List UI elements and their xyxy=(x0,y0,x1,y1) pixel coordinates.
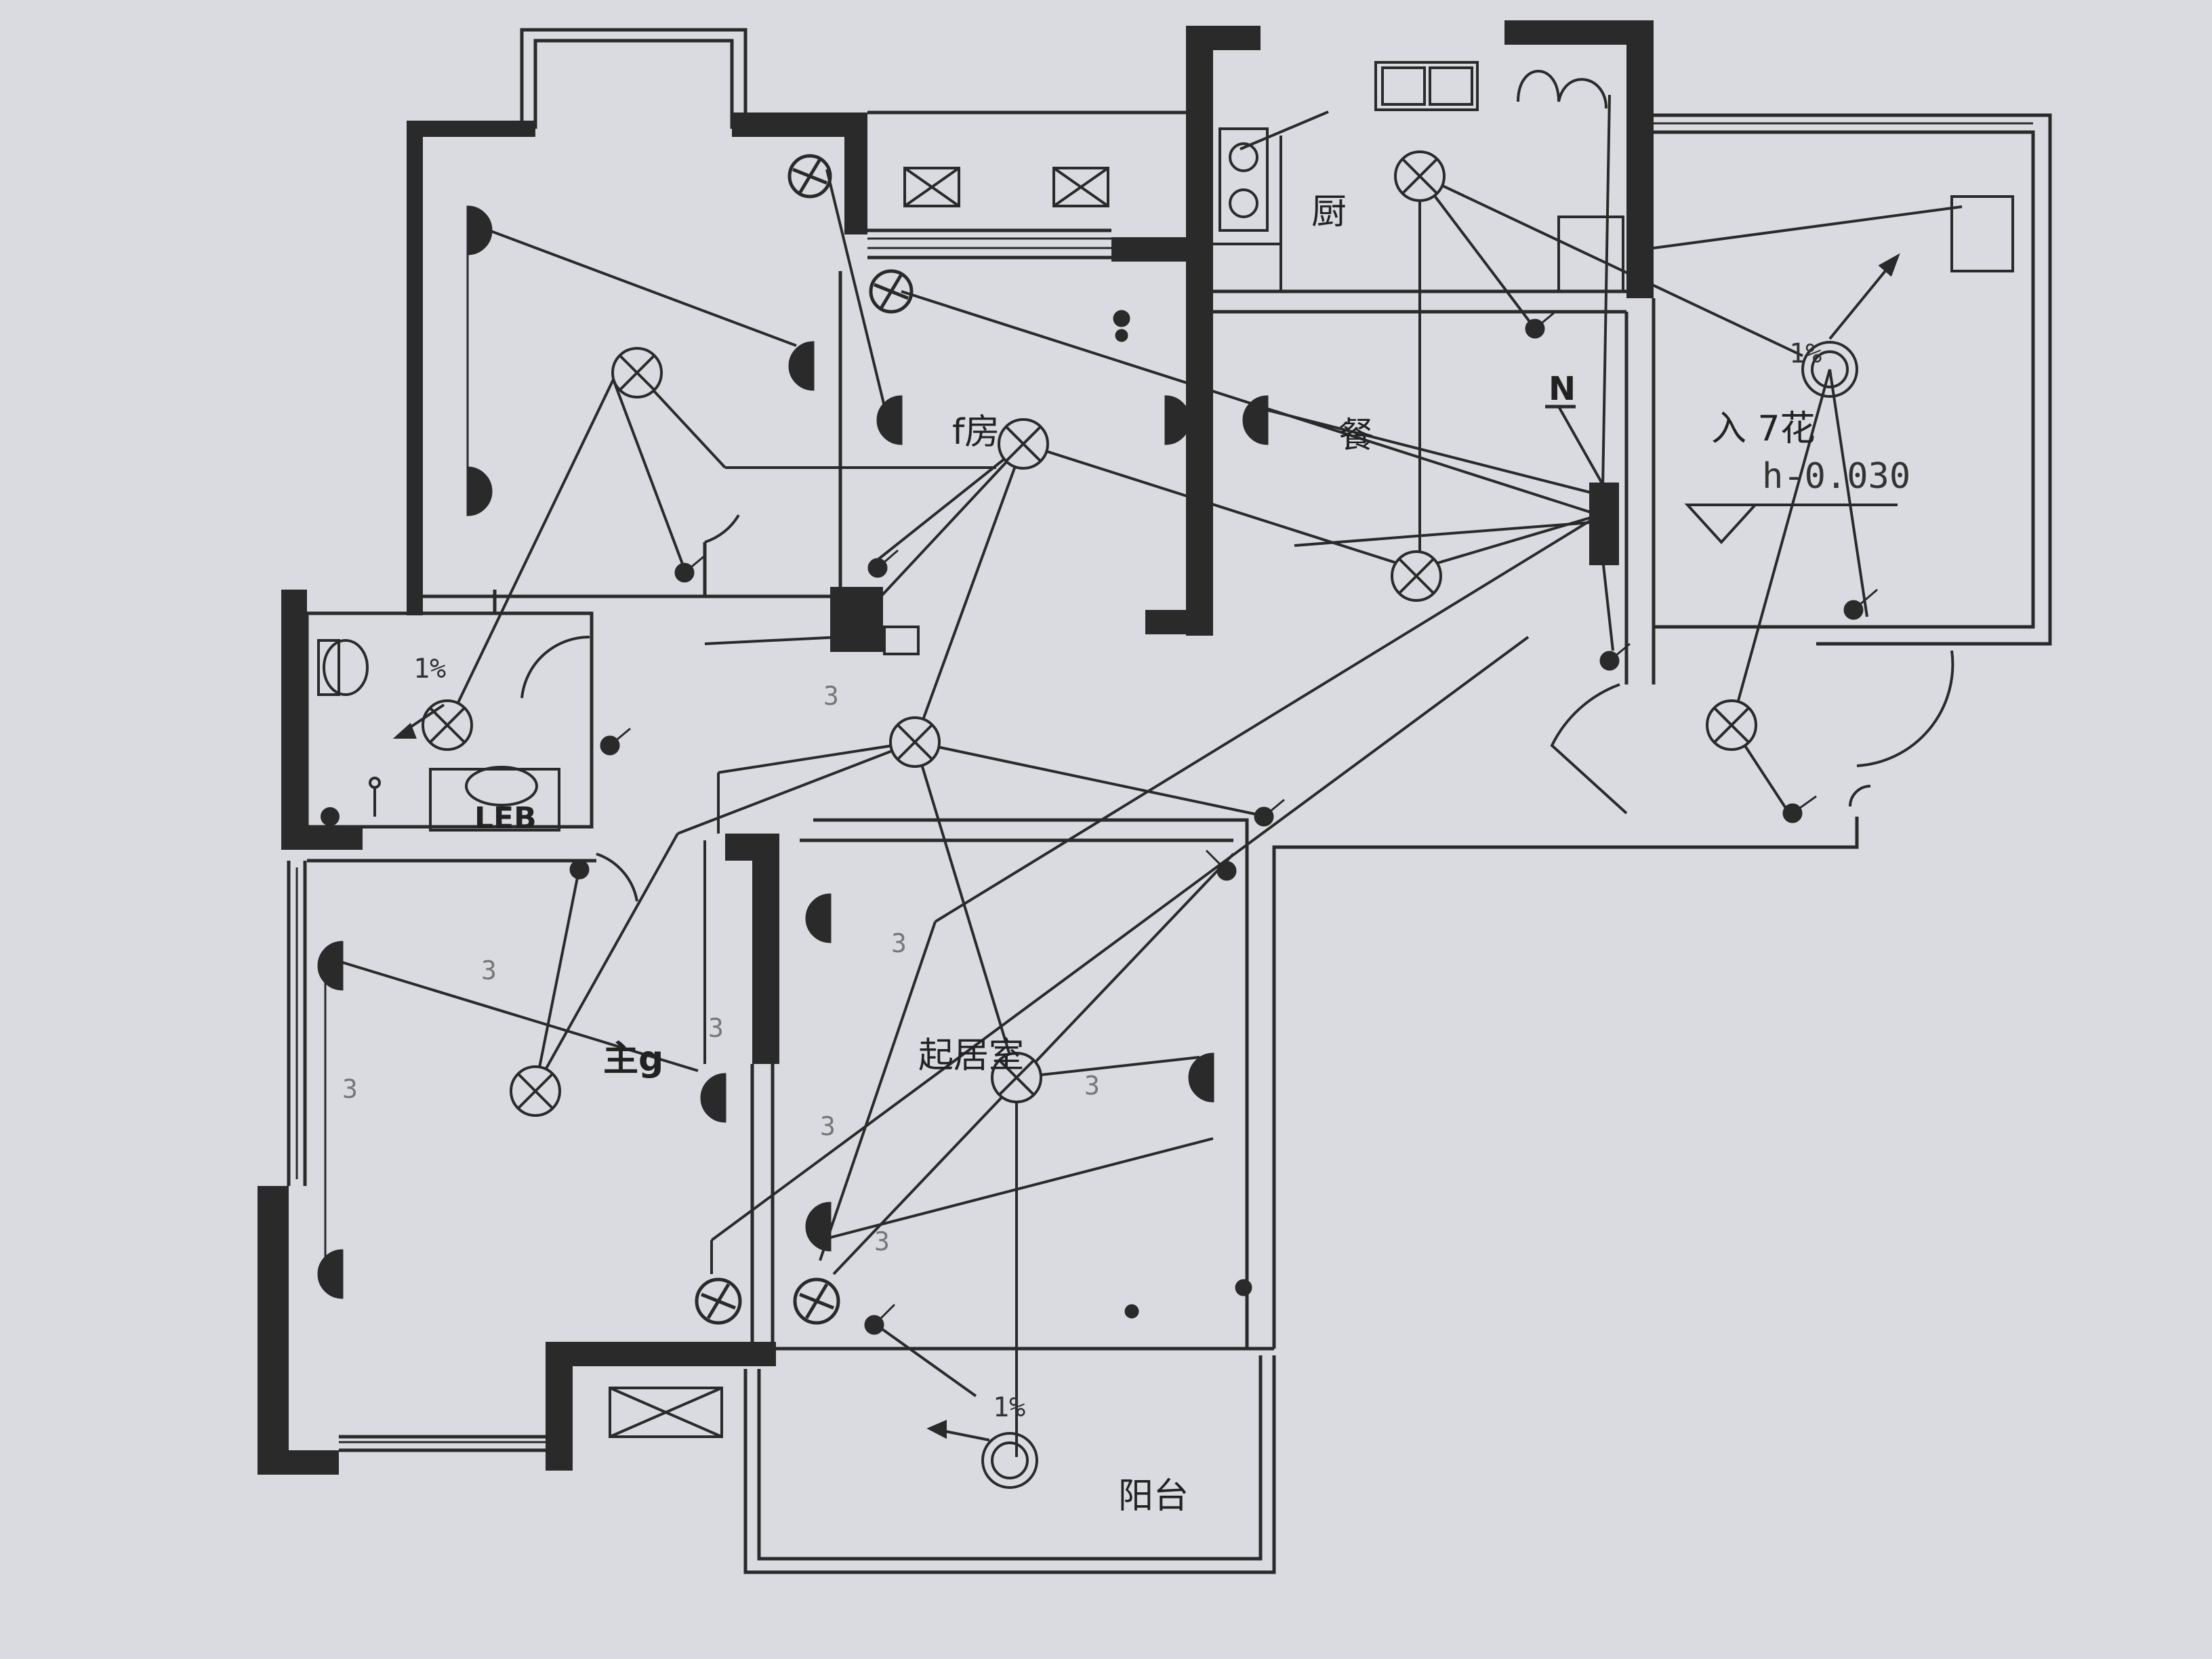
light-fixture-icon xyxy=(1706,699,1757,751)
switch-icon xyxy=(1115,329,1128,342)
light-fixture-icon xyxy=(991,1052,1042,1103)
fan-light-icon xyxy=(695,1277,742,1325)
wall-socket-icon xyxy=(466,466,493,516)
wire-count-labels: 3 3 3 3 3 3 3 3 xyxy=(342,681,1100,1256)
wire-count: 3 xyxy=(891,928,907,958)
elevation-label: h-0.030 xyxy=(1762,456,1910,497)
kitchen-fixtures xyxy=(1213,61,2014,293)
wire-count: 3 xyxy=(820,1111,836,1141)
room-label-living-room: 起居室 xyxy=(918,1036,1024,1076)
wire-count: 3 xyxy=(342,1074,358,1104)
wall-socket-icon xyxy=(788,341,815,391)
fixture-code: LEB xyxy=(474,801,537,836)
switch-icon xyxy=(674,554,705,583)
room-label-study: f房 xyxy=(952,412,1000,453)
wall-socket-icon xyxy=(876,395,903,445)
wall-socket-icon xyxy=(317,941,344,991)
wall-socket-icon xyxy=(805,1202,832,1252)
switch-icon xyxy=(1113,310,1130,327)
switch-icon xyxy=(1235,1279,1252,1296)
light-fixture-icon xyxy=(1394,150,1446,202)
switch-icon xyxy=(1782,795,1817,823)
switch-icon xyxy=(867,549,899,578)
ceiling-lamp-icon xyxy=(1801,341,1858,398)
slope-arrows xyxy=(392,253,1900,1441)
switch-icon xyxy=(1525,310,1556,339)
light-fixture-icon xyxy=(998,418,1049,470)
switch-icon xyxy=(1843,588,1878,620)
room-label-kitchen: 厨 xyxy=(1311,192,1347,232)
exhaust-fan-icon xyxy=(1052,167,1109,207)
elevation-marker-icon xyxy=(1684,504,1759,544)
switch-icon xyxy=(864,1303,896,1335)
slope-label-toilet: 1% xyxy=(413,653,446,684)
wall-socket-icon xyxy=(805,893,832,943)
wire-count: 3 xyxy=(481,956,497,985)
room-label-garden: 入 7花 xyxy=(1711,409,1816,449)
floor-drain-icon xyxy=(321,807,340,826)
light-fixture-icon xyxy=(611,347,663,398)
wall-socket-icon xyxy=(466,205,493,255)
wire-count: 3 xyxy=(874,1227,890,1256)
room-label-dining: 餐 xyxy=(1338,415,1374,456)
door-swings xyxy=(520,514,1954,902)
wire-count: 3 xyxy=(708,1013,724,1043)
slope-label-balcony: 1% xyxy=(993,1392,1025,1423)
switch-icon xyxy=(1124,1304,1139,1319)
wall-socket-icon xyxy=(700,1073,726,1123)
switch-icon xyxy=(1599,642,1631,671)
switch-icon xyxy=(1254,798,1285,827)
fan-light-icon xyxy=(787,154,832,199)
wall-socket-icon xyxy=(1164,395,1191,445)
ceiling-lamps xyxy=(981,341,1858,1489)
ceiling-lights xyxy=(422,150,1757,1117)
exhaust-fan-icon xyxy=(609,1387,723,1438)
exhaust-fans xyxy=(609,167,1109,1438)
wall-socket-icon xyxy=(317,1249,344,1299)
wall-sockets xyxy=(317,205,1269,1299)
wiring xyxy=(342,94,1963,1457)
light-fixture-icon xyxy=(422,699,473,751)
panel-leader xyxy=(1557,406,1604,485)
structural-walls xyxy=(258,20,1654,1475)
wire-count: 3 xyxy=(823,681,839,711)
fan-lights xyxy=(695,154,914,1325)
light-fixture-icon xyxy=(510,1065,561,1117)
light-fixture-icon xyxy=(889,716,941,768)
wall-socket-icon xyxy=(1188,1052,1214,1103)
window-hatching xyxy=(295,122,2033,1443)
room-label-master-bedroom: 主g xyxy=(603,1039,663,1080)
switch-icon xyxy=(569,859,590,880)
ceiling-lamp-icon xyxy=(981,1432,1038,1489)
switch-icon xyxy=(1205,849,1237,881)
bathroom-fixtures xyxy=(317,639,560,832)
fan-light-icon xyxy=(793,1277,840,1325)
distribution-box-icon xyxy=(883,626,920,655)
exhaust-fan-icon xyxy=(903,167,960,207)
fan-light-icon xyxy=(869,269,914,314)
room-label-balcony: 阳台 xyxy=(1118,1476,1189,1517)
switches xyxy=(569,310,1878,1335)
wire-count: 3 xyxy=(1084,1071,1100,1101)
wall-socket-icon xyxy=(1242,395,1269,445)
panel-label: N xyxy=(1549,370,1576,408)
switch-icon xyxy=(600,727,631,756)
slope-label-garden: 1% xyxy=(1789,338,1822,369)
light-fixture-icon xyxy=(1391,550,1442,602)
